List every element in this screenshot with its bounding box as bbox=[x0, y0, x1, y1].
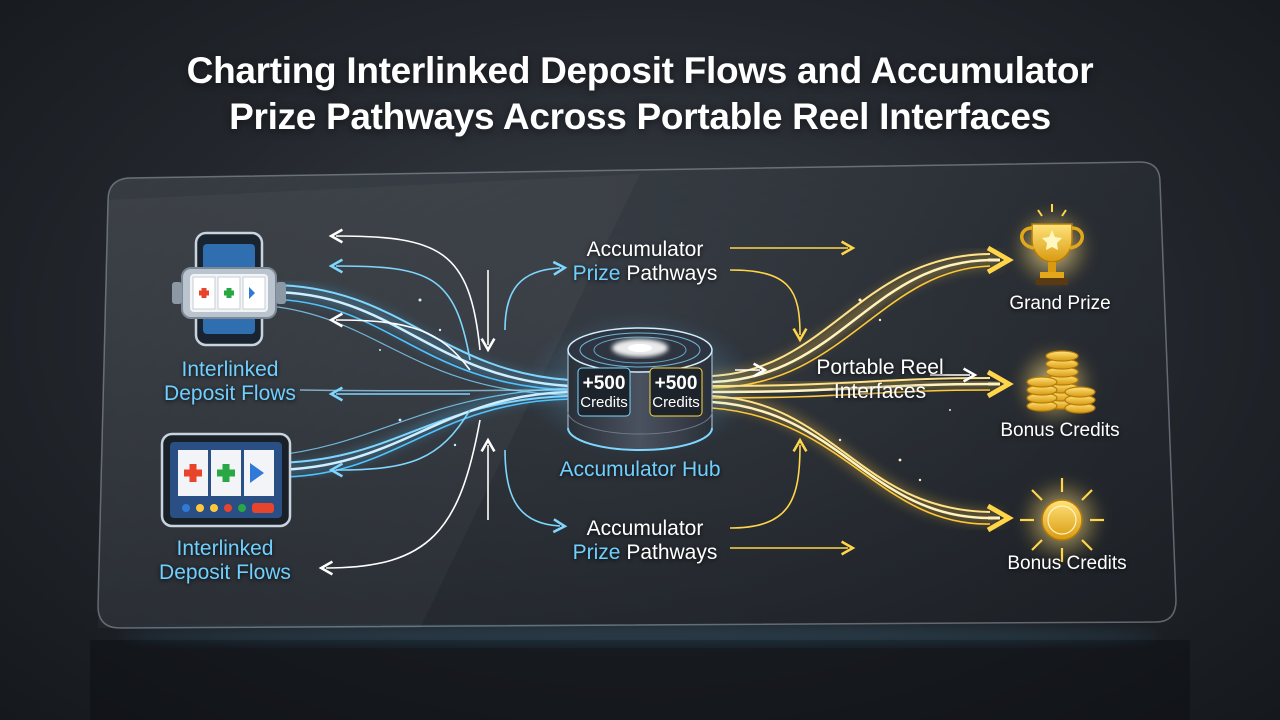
source-label-phone: Interlinked Deposit Flows bbox=[164, 358, 296, 405]
outcome-label-grand-prize: Grand Prize bbox=[1009, 293, 1111, 314]
title-line-1: Charting Interlinked Deposit Flows and A… bbox=[186, 50, 1094, 91]
pathway-label-top: Accumulator Prize Pathways bbox=[572, 238, 718, 285]
phone-slot-device bbox=[172, 231, 286, 347]
outcome-label-bonus-credits-2: Bonus Credits bbox=[1007, 553, 1127, 574]
page-title: Charting Interlinked Deposit Flows and A… bbox=[0, 48, 1280, 140]
accumulator-hub bbox=[525, 315, 755, 455]
sparkle-particles bbox=[379, 298, 951, 482]
trophy-icon bbox=[1012, 204, 1092, 288]
portable-reel-label: Portable Reel Interfaces bbox=[816, 356, 944, 403]
source-label-tablet: Interlinked Deposit Flows bbox=[159, 537, 291, 584]
title-line-2: Prize Pathways Across Portable Reel Inte… bbox=[229, 96, 1051, 137]
deposit-flow-streams bbox=[269, 284, 571, 478]
hub-label: Accumulator Hub bbox=[559, 458, 721, 481]
outcome-label-bonus-credits-1: Bonus Credits bbox=[1000, 420, 1120, 441]
hub-credit-left: +500 Credits bbox=[580, 373, 628, 412]
return-arrows-left bbox=[318, 228, 568, 576]
pathway-label-bottom: Accumulator Prize Pathways bbox=[572, 517, 718, 564]
pathway-arrows-right bbox=[729, 240, 978, 556]
tablet-slot-device bbox=[160, 432, 292, 528]
coin-stack-icon bbox=[1015, 345, 1096, 425]
sun-coin-icon bbox=[1020, 478, 1104, 562]
hub-credit-right: +500 Credits bbox=[652, 373, 700, 412]
